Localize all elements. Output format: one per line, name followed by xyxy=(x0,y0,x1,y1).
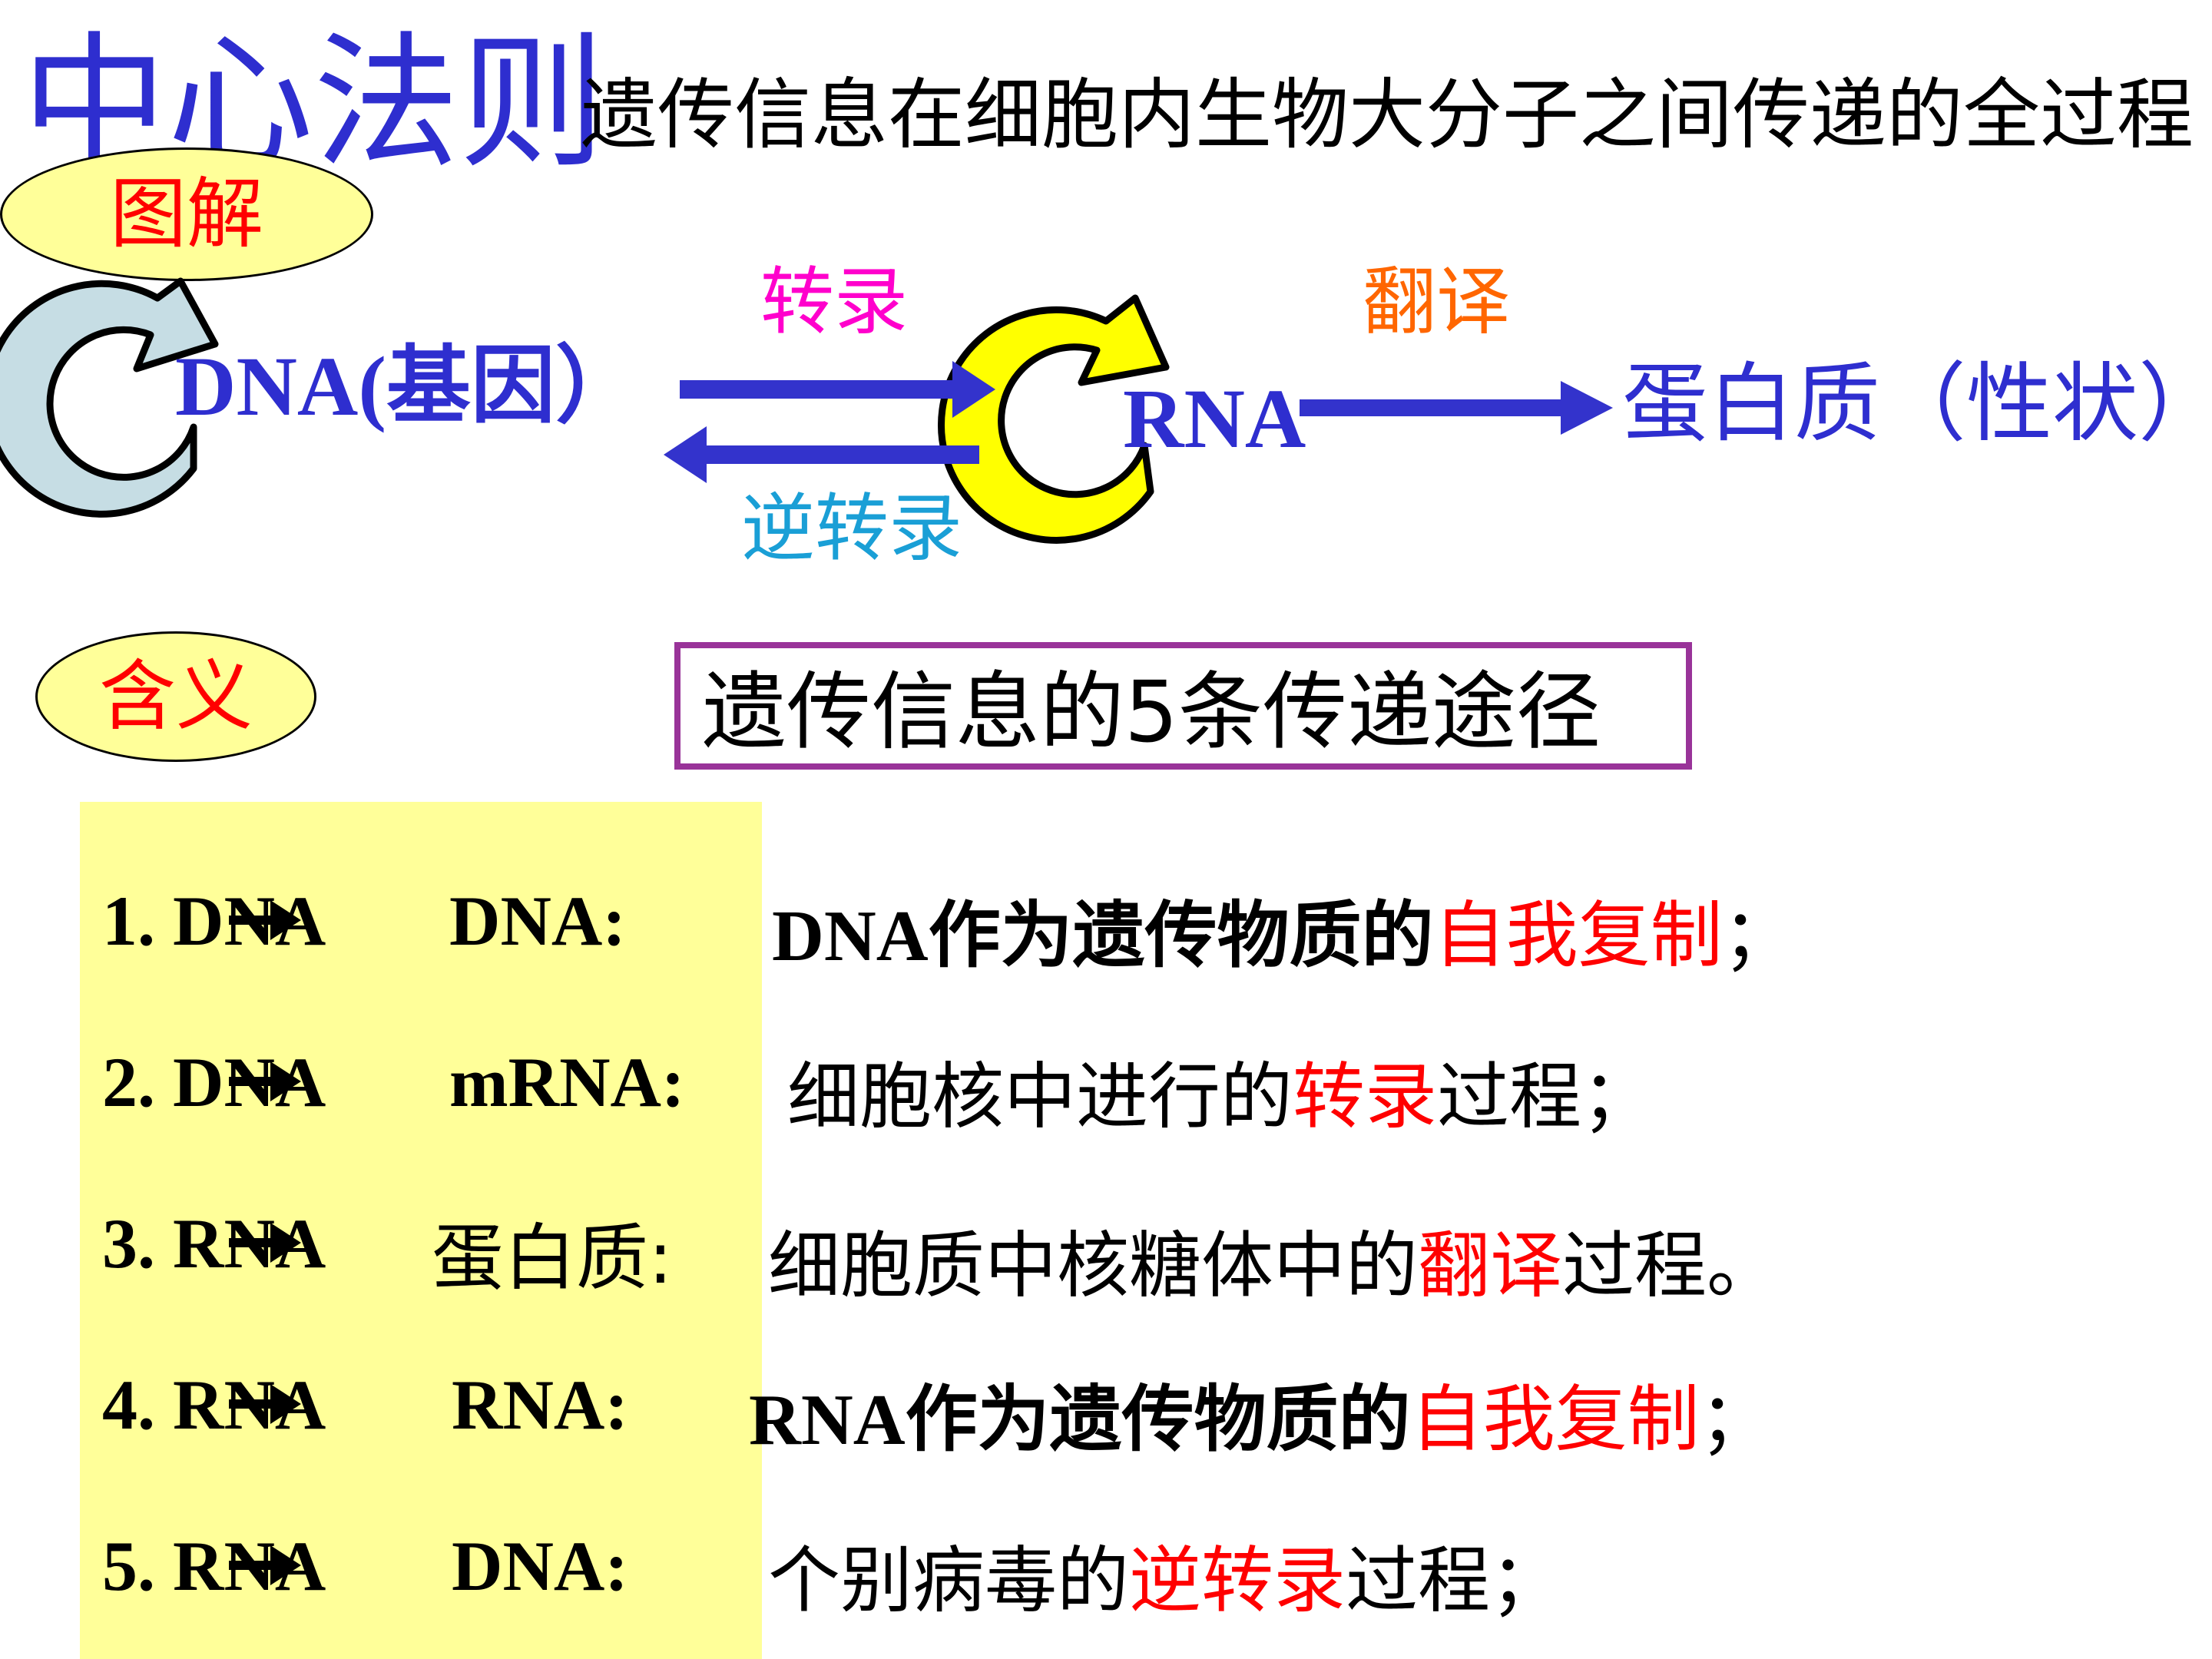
arrow-right-icon xyxy=(229,1223,301,1263)
reverse-transcription-arrow-icon xyxy=(664,426,979,483)
badge-diagram-label: 图解 xyxy=(110,169,263,259)
page-subtitle: 遗传信息在细胞内生物大分子之间传递的全过程 xyxy=(581,70,2194,160)
arrow-right-icon xyxy=(229,900,301,940)
path-to: DNA: xyxy=(449,882,626,960)
path-row-4: 4. RNA RNA: RNA作为遗传物质的自我复制； xyxy=(0,1364,2212,1462)
badge-diagram: 图解 xyxy=(0,147,373,281)
path-row-3: 3. RNA 蛋白质: 细胞质中核糖体中的翻译过程。 xyxy=(0,1203,2212,1308)
transcription-arrow-icon xyxy=(680,361,995,418)
path-to: DNA: xyxy=(452,1527,628,1605)
path-description: DNA作为遗传物质的自我复制； xyxy=(772,894,1795,978)
path-row-2: 2. DNA mRNA: 细胞核中进行的转录过程； xyxy=(0,1041,2212,1139)
path-from: 1. DNA xyxy=(102,882,326,960)
arrow-right-icon xyxy=(229,1545,301,1585)
paths-title-box: 遗传信息的5条传递途径 xyxy=(674,642,1692,770)
protein-node-label: 蛋白质（性状） xyxy=(1622,354,2212,454)
translation-label: 翻译 xyxy=(1363,259,1510,345)
reverse-transcription-label: 逆转录 xyxy=(741,485,962,571)
path-row-5: 5. RNA DNA: 个别病毒的逆转录过程； xyxy=(0,1525,2212,1623)
rna-node-label: RNA xyxy=(1123,372,1306,465)
path-to: 蛋白质: xyxy=(432,1217,673,1300)
badge-meaning-label: 含义 xyxy=(99,651,253,741)
paths-list-panel xyxy=(80,802,762,1659)
paths-title: 遗传信息的5条传递途径 xyxy=(702,663,1601,761)
dna-node-label: DNA(基因） xyxy=(175,339,640,433)
path-description: 细胞核中进行的转录过程； xyxy=(787,1055,1654,1139)
path-description: 个别病毒的逆转录过程； xyxy=(768,1539,1563,1623)
path-to: RNA: xyxy=(452,1366,628,1444)
arrow-right-icon xyxy=(229,1384,301,1424)
path-description: RNA作为遗传物质的自我复制； xyxy=(749,1378,1772,1462)
badge-meaning: 含义 xyxy=(35,631,316,762)
arrow-right-icon xyxy=(229,1061,301,1101)
path-description: 细胞质中核糖体中的翻译过程。 xyxy=(768,1224,1780,1308)
path-to: mRNA: xyxy=(449,1043,685,1121)
path-row-1: 1. DNA DNA: DNA作为遗传物质的自我复制； xyxy=(0,880,2212,978)
transcription-label: 转录 xyxy=(760,259,908,345)
translation-arrow-icon xyxy=(1300,381,1613,435)
